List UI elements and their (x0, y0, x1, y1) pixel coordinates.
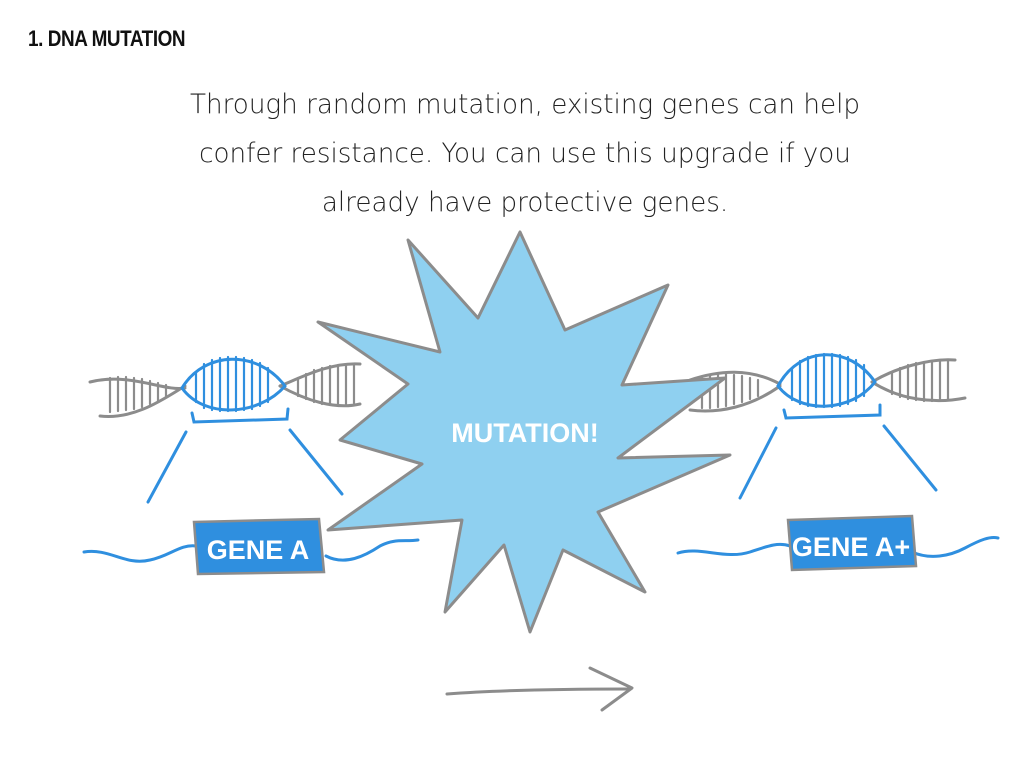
gene-a-plus-label: GENE A+ (792, 532, 910, 562)
gene-a-box: GENE A (192, 517, 326, 576)
right-zoom-bracket (738, 403, 938, 500)
mutation-label: MUTATION! (451, 418, 598, 448)
slide-title: 1. DNA MUTATION (28, 26, 186, 51)
gene-a-plus-box: GENE A+ (786, 514, 918, 572)
left-wavy-strand (82, 538, 420, 563)
description-line-3: already have protective genes. (321, 187, 729, 218)
description-line-1: Through random mutation, existing genes … (190, 89, 860, 120)
left-zoom-bracket (146, 407, 344, 504)
right-dna-helix (688, 352, 967, 413)
description-text: Through random mutation, existing genes … (122, 80, 927, 227)
left-dna-helix (88, 355, 362, 418)
right-wavy-strand (676, 536, 1000, 558)
description-line-2: confer resistance. You can use this upgr… (199, 138, 851, 169)
arrow-right-icon (445, 666, 634, 712)
mutation-starburst (316, 230, 732, 634)
gene-a-label: GENE A (207, 535, 310, 565)
